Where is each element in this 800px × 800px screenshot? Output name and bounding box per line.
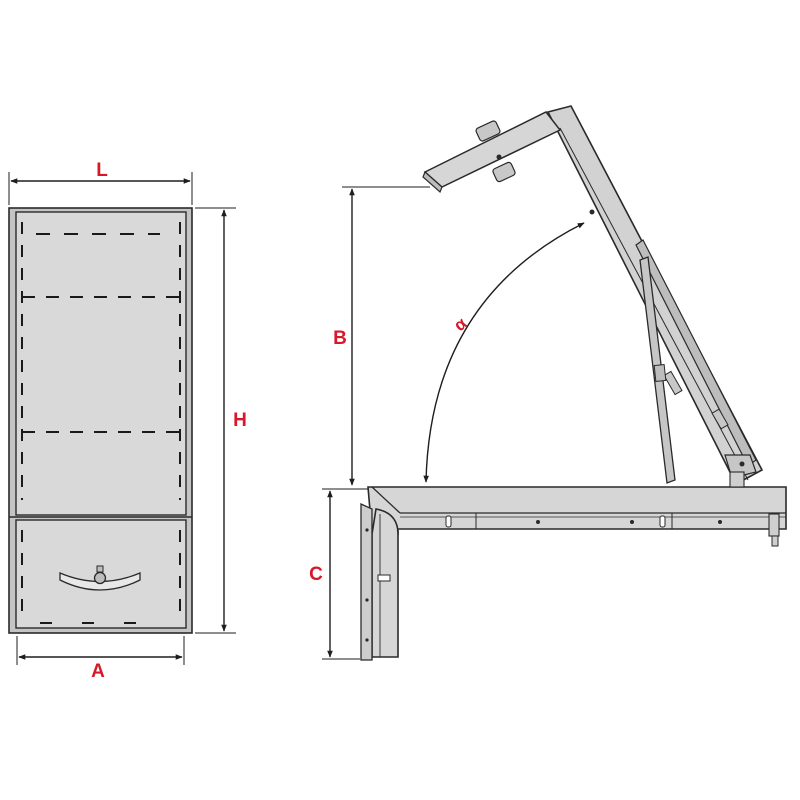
open-lid [422, 105, 764, 486]
angle-alpha-label: α [450, 313, 471, 335]
gas-spring [639, 256, 757, 488]
dimension-a-label: A [91, 661, 105, 682]
side-view: B C α [309, 105, 787, 661]
reinforcement-dashes [21, 222, 181, 624]
dimension-c-label: C [309, 564, 323, 585]
dimension-h-label: H [233, 410, 247, 431]
lid-panel [15, 211, 187, 516]
handle [59, 565, 141, 591]
dimension-b-label: B [333, 328, 347, 349]
angle-alpha-arc [423, 222, 585, 483]
frame-beam [367, 486, 787, 547]
frame-leg [360, 502, 399, 661]
top-view: L H A [8, 160, 247, 682]
dimension-l-label: L [96, 160, 108, 181]
